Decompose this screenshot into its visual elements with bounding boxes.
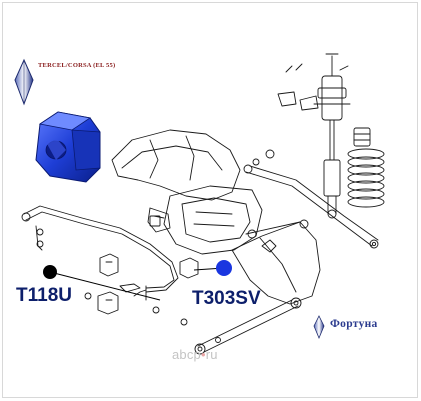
brand-name: Фортуна [330, 318, 378, 330]
watermark-dot: • [201, 347, 206, 362]
callout-leader-left [49, 271, 161, 301]
coil-spring [347, 148, 385, 208]
model-subtitle: TERCEL/CORSA (EL 55) [38, 62, 116, 69]
callout-marker-right [216, 260, 232, 276]
watermark-suffix: ru [205, 347, 218, 362]
part-number-label-right: T303SV [192, 288, 261, 309]
callout-marker-left [43, 265, 57, 279]
watermark: abcp•ru [172, 347, 218, 362]
diamond-logo-icon [313, 315, 325, 340]
image-frame [2, 2, 418, 398]
suspension-line-art [21, 53, 385, 355]
stabilizer-bushing [35, 111, 101, 183]
watermark-prefix: abcp [172, 347, 201, 362]
stabilizer-bar [21, 205, 179, 297]
part-number-label-left: T118U [16, 285, 72, 306]
diamond-logo-icon [14, 58, 34, 106]
